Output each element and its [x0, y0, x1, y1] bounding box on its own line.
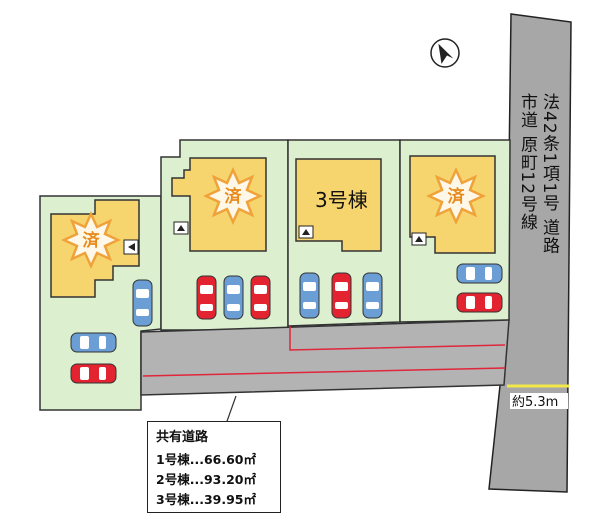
entrance-icon: [173, 221, 189, 235]
car-icon: [331, 272, 352, 319]
road-width-label: 約5.3m: [512, 395, 558, 410]
building-3: [295, 158, 382, 252]
shared-road-row: 2号棟...93.20㎡: [156, 470, 272, 490]
shared-road-area-box: 共有道路 1号棟...66.60㎡ 2号棟...93.20㎡ 3号棟...39.…: [147, 421, 281, 513]
car-icon: [196, 275, 217, 320]
entrance-icon: [411, 232, 427, 246]
shared-road-title: 共有道路: [156, 430, 209, 445]
sold-mark: 済: [448, 186, 466, 207]
shared-road-row-label: 3号棟: [156, 492, 190, 507]
shared-road-row-area: 66.60㎡: [203, 452, 256, 467]
shared-road-callout-line: [225, 395, 237, 425]
car-icon: [362, 272, 383, 319]
road-label-line1: 法42条1項1号 道路: [539, 93, 560, 255]
shared-road-row-area: 93.20㎡: [203, 472, 256, 487]
shared-road-row: 1号棟...66.60㎡: [156, 450, 272, 470]
shared-road-row-label: 2号棟: [156, 472, 190, 487]
car-icon: [250, 275, 271, 320]
road-label-line2: 市道 原町12号線: [517, 93, 538, 231]
car-icon: [223, 275, 244, 320]
car-icon: [70, 332, 117, 353]
shared-road-row-dots: ...: [189, 492, 204, 507]
shared-road-row-area: 39.95㎡: [203, 492, 256, 507]
road-width-label-bg: [510, 393, 568, 409]
car-icon: [456, 292, 503, 313]
lot-3-label: 3号棟: [315, 188, 368, 212]
shared-road-row-dots: ...: [189, 472, 204, 487]
sold-mark: 済: [225, 186, 243, 207]
north-arrow-icon: [430, 38, 460, 68]
sold-burst-icon: 済: [203, 167, 263, 225]
car-icon: [456, 263, 503, 284]
shared-road-row-dots: ...: [189, 452, 204, 467]
shared-road-row: 3号棟...39.95㎡: [156, 490, 272, 510]
car-icon: [299, 272, 320, 319]
sold-burst-icon: 済: [61, 211, 121, 269]
entrance-icon: [298, 225, 314, 239]
car-icon: [132, 279, 153, 327]
sold-mark: 済: [83, 230, 101, 251]
shared-road-boundary-lower: [142, 367, 506, 377]
entrance-icon: [123, 239, 139, 255]
sold-burst-icon: 済: [426, 167, 486, 225]
shared-road-row-label: 1号棟: [156, 452, 190, 467]
shared-road-boundary-upper: [289, 326, 506, 351]
shared-road: [140, 319, 510, 396]
car-icon: [70, 363, 117, 384]
